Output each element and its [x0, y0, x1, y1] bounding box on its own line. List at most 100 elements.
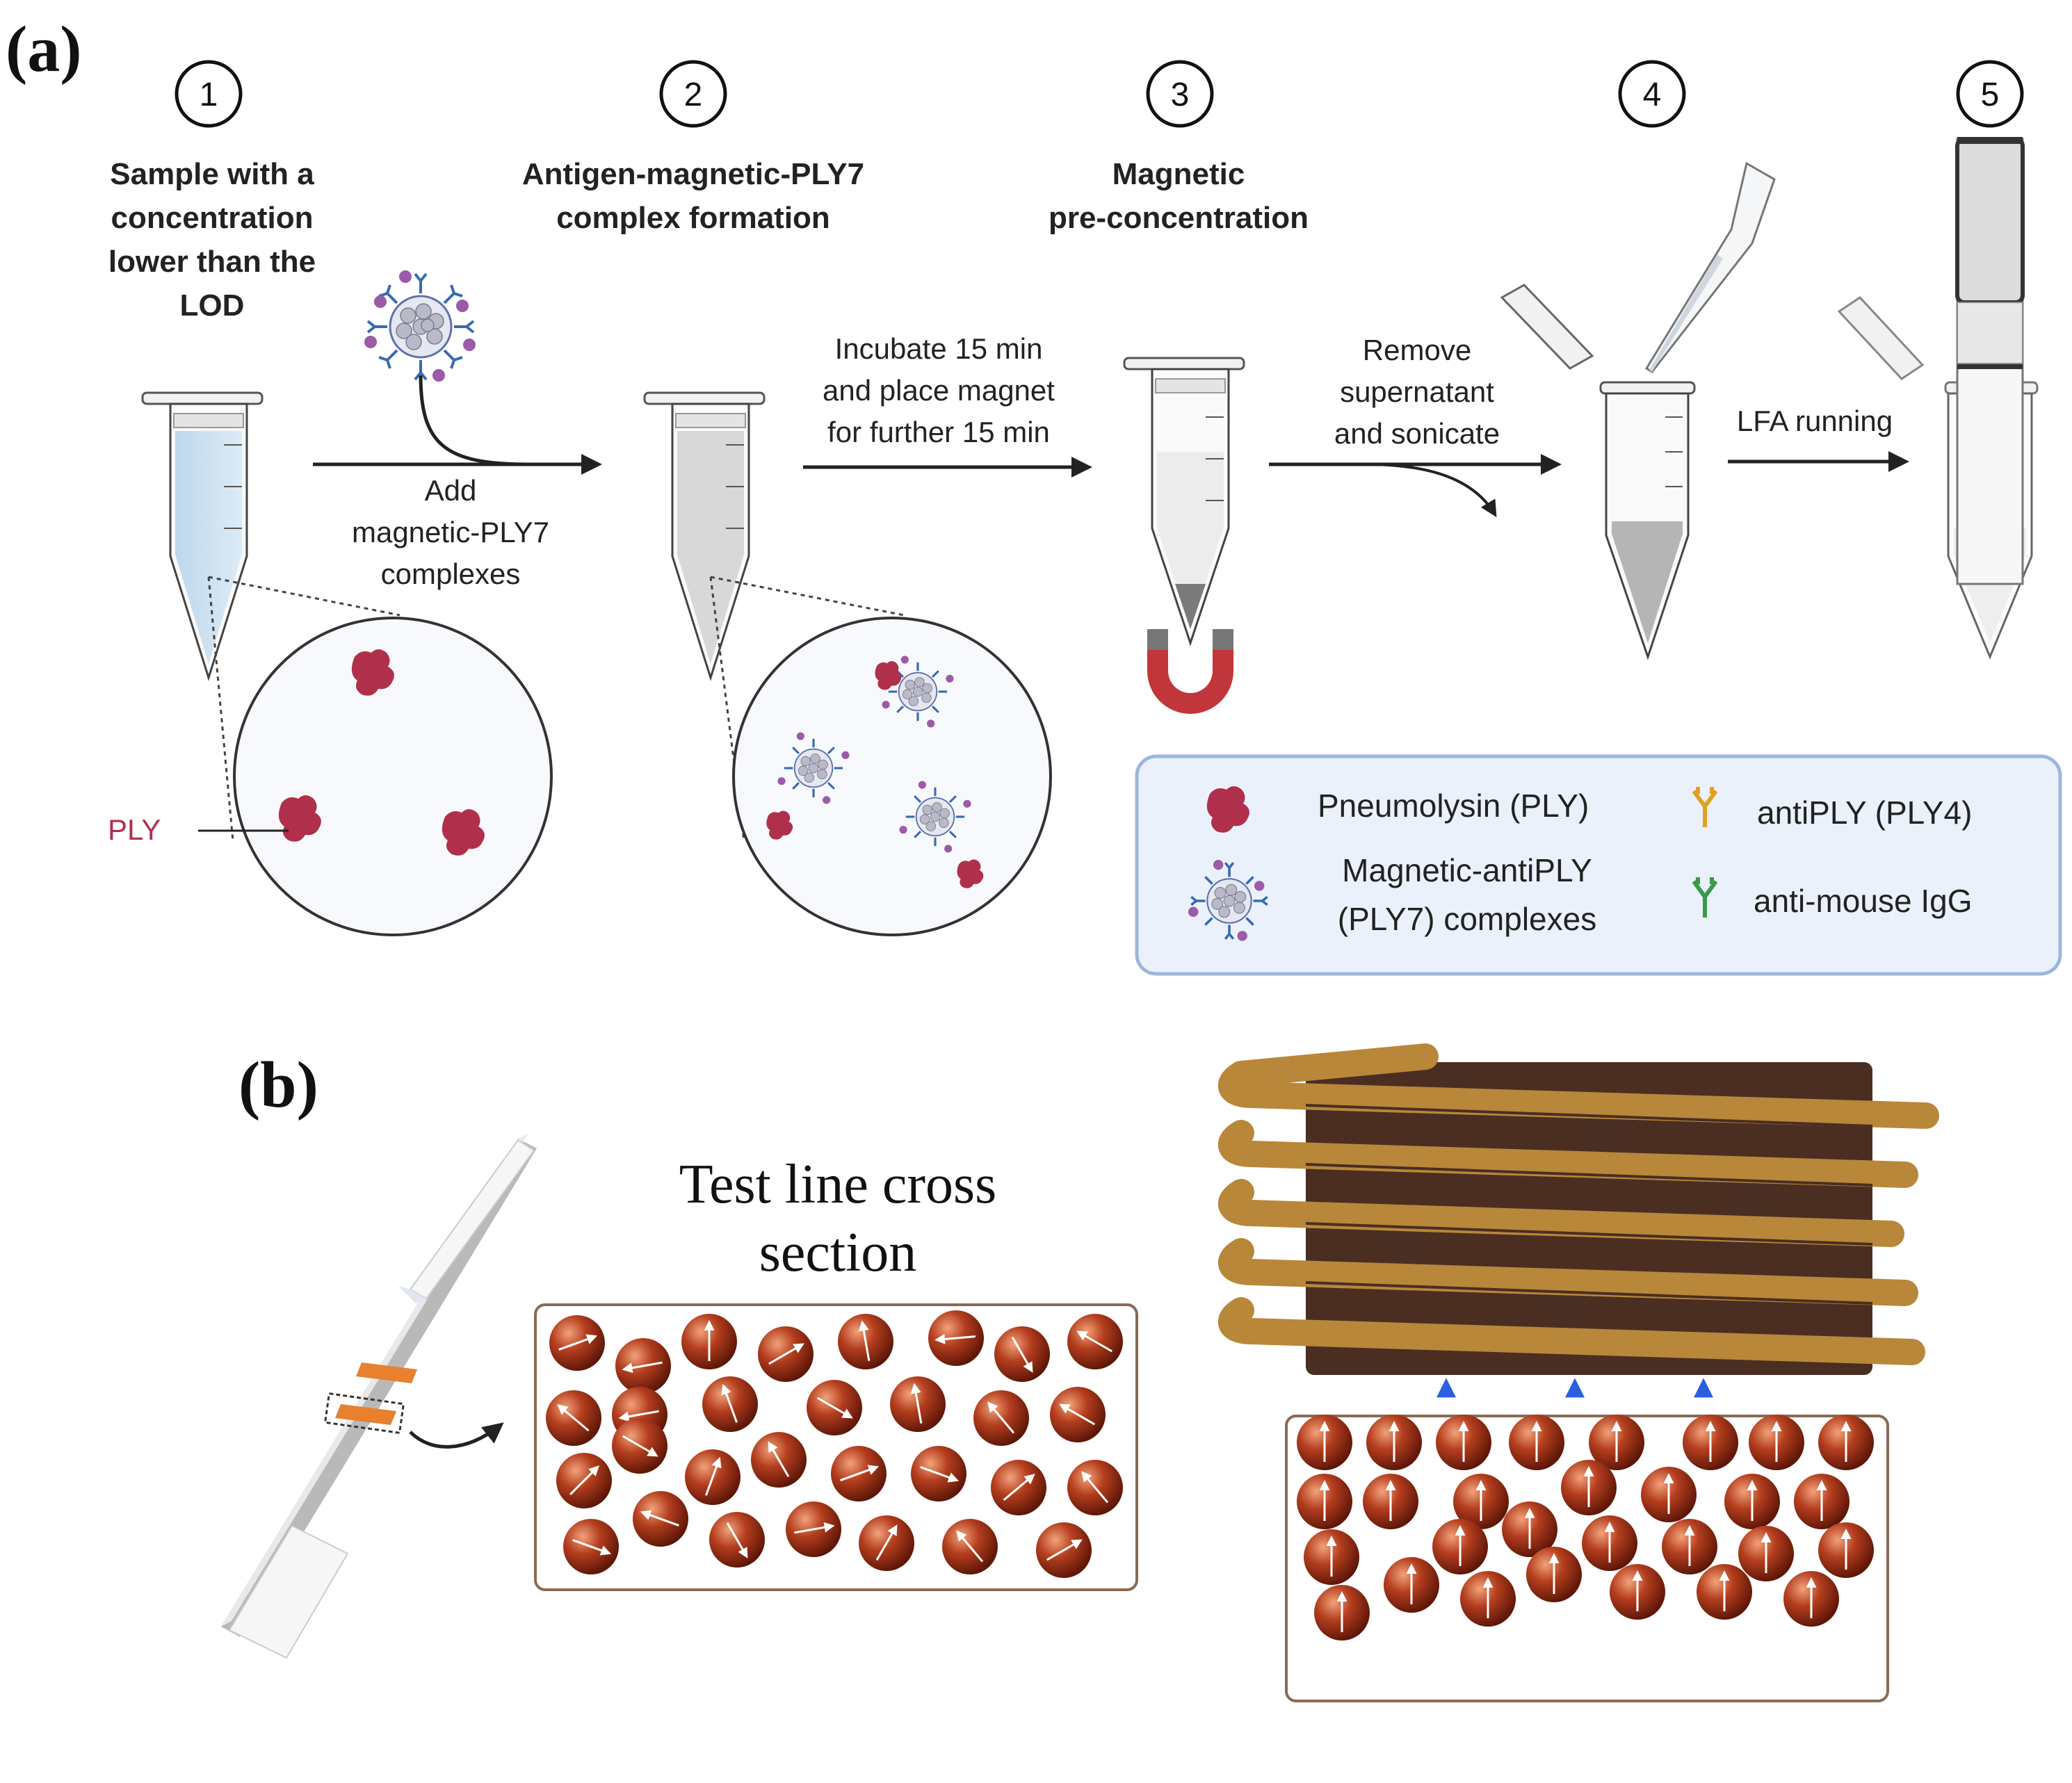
legend-ply-icon: [1206, 786, 1249, 833]
svg-text:2: 2: [684, 76, 703, 113]
arrow-add-label-line-2: magnetic-PLY7: [352, 516, 549, 548]
zoom-view-sample: [207, 576, 553, 936]
magnetic-particle: [1683, 1415, 1738, 1470]
magnetic-particle: [928, 1310, 984, 1366]
magnetic-particle: [1384, 1557, 1439, 1613]
magnetic-particle: [1067, 1314, 1123, 1369]
step-1-title-line-3: lower than the: [108, 245, 316, 279]
tube-2: [643, 391, 766, 682]
ply-label: PLY: [108, 813, 161, 846]
svg-text:3: 3: [1171, 76, 1190, 113]
magnetic-particle: [1363, 1474, 1418, 1529]
test-line-band: [323, 1362, 417, 1435]
magnetic-particle: [786, 1501, 841, 1557]
arrow-incubate-label-line-1: Incubate 15 min: [835, 332, 1043, 365]
magnetic-particle: [1783, 1571, 1839, 1627]
magnetic-particle: [1662, 1519, 1717, 1574]
magnetic-field-arrows: [1436, 1378, 1713, 1769]
legend-antimouse: anti-mouse IgG: [1754, 883, 1972, 919]
step-3-number: 3: [1146, 60, 1214, 128]
step-4-number: 4: [1618, 60, 1686, 128]
test-strip: [221, 1133, 537, 1659]
step-3-title-line-2: pre-concentration: [1049, 201, 1309, 235]
magnetic-particle: [838, 1314, 893, 1369]
svg-text:5: 5: [1981, 76, 2000, 113]
magnetic-particle: [1738, 1526, 1794, 1581]
random-particles: [546, 1310, 1123, 1578]
legend-antiply-icon: [1692, 787, 1718, 827]
svg-text:4: 4: [1643, 76, 1662, 113]
step-1-title-line-1: Sample with a: [110, 157, 314, 191]
magnetic-particle: [633, 1491, 688, 1547]
magnetic-particle: [1432, 1519, 1488, 1574]
magnetic-particle: [1036, 1522, 1092, 1578]
complex-cluster: [766, 656, 984, 888]
magnetic-particle: [890, 1376, 946, 1432]
step-3-title-line-1: Magnetic: [1112, 157, 1245, 191]
lfa-strip: [1955, 137, 2025, 585]
magnetic-particle: [709, 1512, 765, 1568]
legend-pneumolysin: Pneumolysin (PLY): [1318, 788, 1589, 824]
step-1-number: 1: [175, 60, 243, 128]
ply-molecule: [875, 660, 902, 690]
legend-antiply: antiPLY (PLY4): [1757, 795, 1972, 831]
magnetic-particle: [549, 1315, 605, 1371]
magnetic-particle: [1304, 1529, 1359, 1585]
magnetic-particle: [758, 1326, 814, 1382]
step-2-title-line-1: Antigen-magnetic-PLY7: [522, 157, 864, 191]
magnetic-particle: [751, 1432, 807, 1488]
zoom-view-complexes: [709, 576, 1052, 936]
cross-section-title-line-2: section: [759, 1222, 917, 1283]
magnetic-particle: [973, 1390, 1029, 1446]
arrow-incubate-label-line-2: and place magnet: [823, 374, 1055, 407]
magnetic-complex: [899, 781, 984, 888]
magnetic-particle: [911, 1446, 966, 1501]
magnetic-particle: [546, 1390, 601, 1446]
arrow-add-label-line-1: Add: [425, 474, 477, 507]
magnetic-particle: [1724, 1474, 1780, 1529]
magnetic-particle: [1749, 1415, 1804, 1470]
magnetic-particle: [702, 1376, 758, 1432]
step-2-title-line-2: complex formation: [556, 201, 830, 235]
magnetic-particle: [1582, 1515, 1637, 1571]
magnetic-particle: [1314, 1585, 1370, 1640]
electromagnet-coil-lines: [1305, 1104, 1873, 1305]
magnetic-particle: [1366, 1415, 1422, 1470]
magnetic-particle: [994, 1326, 1050, 1382]
magnetic-particle: [685, 1449, 740, 1505]
magnetic-particle: [1460, 1571, 1516, 1627]
magnetic-particle: [1502, 1501, 1557, 1557]
arrow-add-label-line-3: complexes: [381, 557, 521, 590]
step-2-number: 2: [659, 60, 727, 128]
magnetic-particle: [1818, 1522, 1874, 1578]
magnetic-particle: [1794, 1474, 1850, 1529]
magnetic-particle: [991, 1460, 1046, 1515]
arrow-add: [313, 375, 602, 475]
magnetic-particle: [1589, 1415, 1644, 1470]
magnetic-particle: [681, 1314, 737, 1369]
magnetic-particle: [942, 1519, 998, 1574]
magnetic-particle: [807, 1380, 862, 1435]
magnetic-particle: [615, 1338, 671, 1394]
step-1-title-line-2: concentration: [111, 201, 314, 235]
step-1-title-line-4: LOD: [180, 288, 245, 323]
pipette-icon: [1644, 161, 1776, 373]
magnetic-particle: [1818, 1415, 1874, 1470]
ply-molecule: [766, 811, 793, 840]
legend-complex-line-1: Magnetic-antiPLY: [1342, 852, 1592, 888]
magnetic-particle: [1050, 1387, 1106, 1442]
legend: [1135, 754, 2062, 976]
magnetic-complex: [766, 732, 850, 840]
magnetic-particle: [1697, 1564, 1752, 1620]
arrow-lfa-label: LFA running: [1737, 405, 1893, 437]
cross-section-title-line-1: Test line cross: [679, 1154, 997, 1215]
magnetic-particle: [1641, 1467, 1697, 1522]
arrow-remove-label-line-2: supernatant: [1340, 375, 1494, 408]
magnetic-particle: [1561, 1460, 1617, 1515]
magnetic-particle: [831, 1446, 887, 1501]
magnetic-particle: [1297, 1474, 1352, 1529]
tube-3: [1123, 357, 1245, 646]
magnetic-particle: [556, 1453, 612, 1508]
magnetic-particle: [859, 1515, 914, 1571]
